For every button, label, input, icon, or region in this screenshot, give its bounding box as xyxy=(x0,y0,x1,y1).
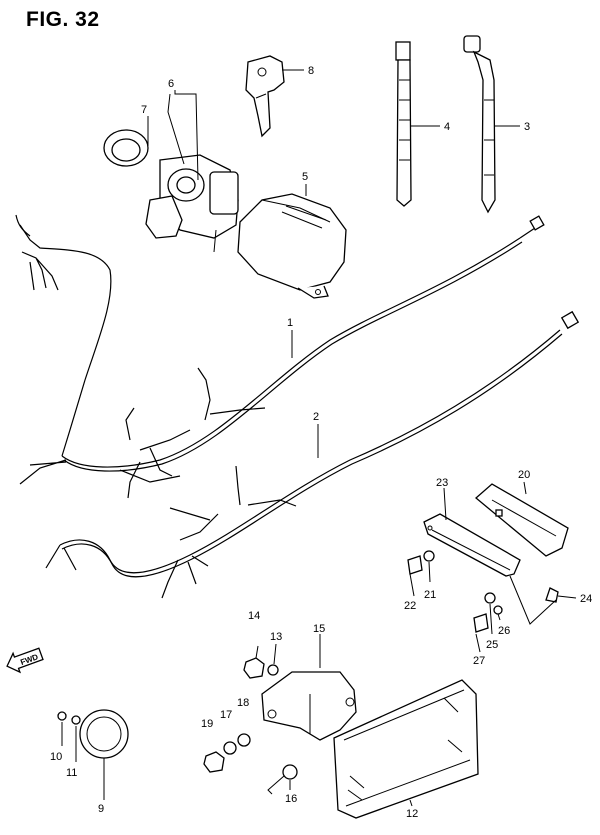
switch-cover xyxy=(237,193,347,299)
part-number-17: 17 xyxy=(220,709,232,721)
round-reflector xyxy=(57,709,129,759)
part-number-9: 9 xyxy=(98,803,104,815)
part-number-19: 19 xyxy=(201,718,213,730)
part-number-12: 12 xyxy=(406,808,418,820)
part-number-10: 10 xyxy=(50,751,62,763)
part-number-18: 18 xyxy=(237,697,249,709)
wire-band-3 xyxy=(463,35,496,214)
part-number-5: 5 xyxy=(302,171,308,183)
part-number-11: 11 xyxy=(66,767,77,779)
nut-washers-13-14 xyxy=(243,643,279,679)
washers-17-18-19 xyxy=(203,733,251,773)
part-number-15: 15 xyxy=(313,623,325,635)
ignition-switch xyxy=(103,129,239,253)
figure-title: FIG. 32 xyxy=(26,8,100,31)
reflector xyxy=(333,679,479,819)
part-number-27: 27 xyxy=(473,655,485,667)
part-number-25: 25 xyxy=(486,639,498,651)
part-number-8: 8 xyxy=(308,65,314,77)
part-number-4: 4 xyxy=(444,121,450,133)
part-number-16: 16 xyxy=(285,793,297,805)
hardware-right xyxy=(407,550,577,633)
part-number-21: 21 xyxy=(424,589,436,601)
part-number-14: 14 xyxy=(248,610,260,622)
license-lamp xyxy=(474,483,569,557)
part-number-2: 2 xyxy=(313,411,319,423)
part-number-22: 22 xyxy=(404,600,416,612)
part-number-26: 26 xyxy=(498,625,510,637)
part-number-7: 7 xyxy=(141,104,147,116)
fwd-arrow-icon xyxy=(6,647,44,674)
bolt-16 xyxy=(267,764,298,795)
part-numbers: 1 2 3 4 5 6 7 8 9 10 11 12 13 14 15 16 1… xyxy=(50,65,592,820)
part-number-13: 13 xyxy=(270,631,282,643)
part-number-1: 1 xyxy=(287,317,293,329)
part-number-20: 20 xyxy=(518,469,530,481)
part-number-6: 6 xyxy=(168,78,174,90)
leader-lines xyxy=(61,69,557,807)
wire-band-4 xyxy=(395,41,412,207)
part-number-3: 3 xyxy=(524,121,530,133)
license-bracket xyxy=(423,513,521,577)
part-number-23: 23 xyxy=(436,477,448,489)
ignition-key xyxy=(245,55,285,138)
wiring-harness-2 xyxy=(45,310,580,599)
wiring-harness-1 xyxy=(15,214,545,499)
part-number-24: 24 xyxy=(580,593,592,605)
reflector-bracket xyxy=(261,671,357,741)
